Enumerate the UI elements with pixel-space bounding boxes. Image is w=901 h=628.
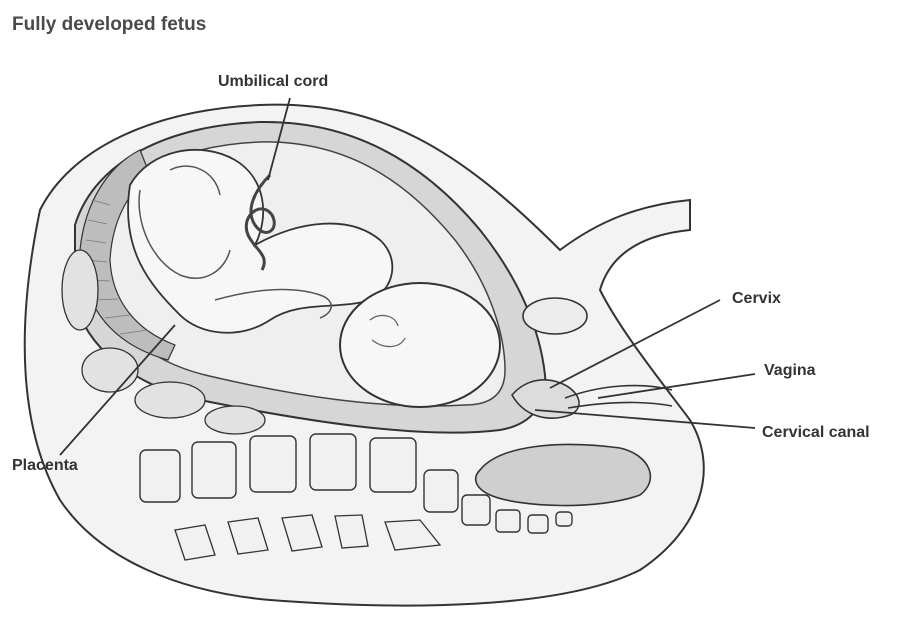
cervical-canal-label: Cervical canal [762,424,870,442]
placenta-label: Placenta [12,457,78,475]
bladder [523,298,587,334]
umbilical-cord-label: Umbilical cord [218,73,328,91]
vagina-label: Vagina [764,362,816,380]
fetus-head [340,283,500,407]
cervix-label: Cervix [732,290,781,308]
